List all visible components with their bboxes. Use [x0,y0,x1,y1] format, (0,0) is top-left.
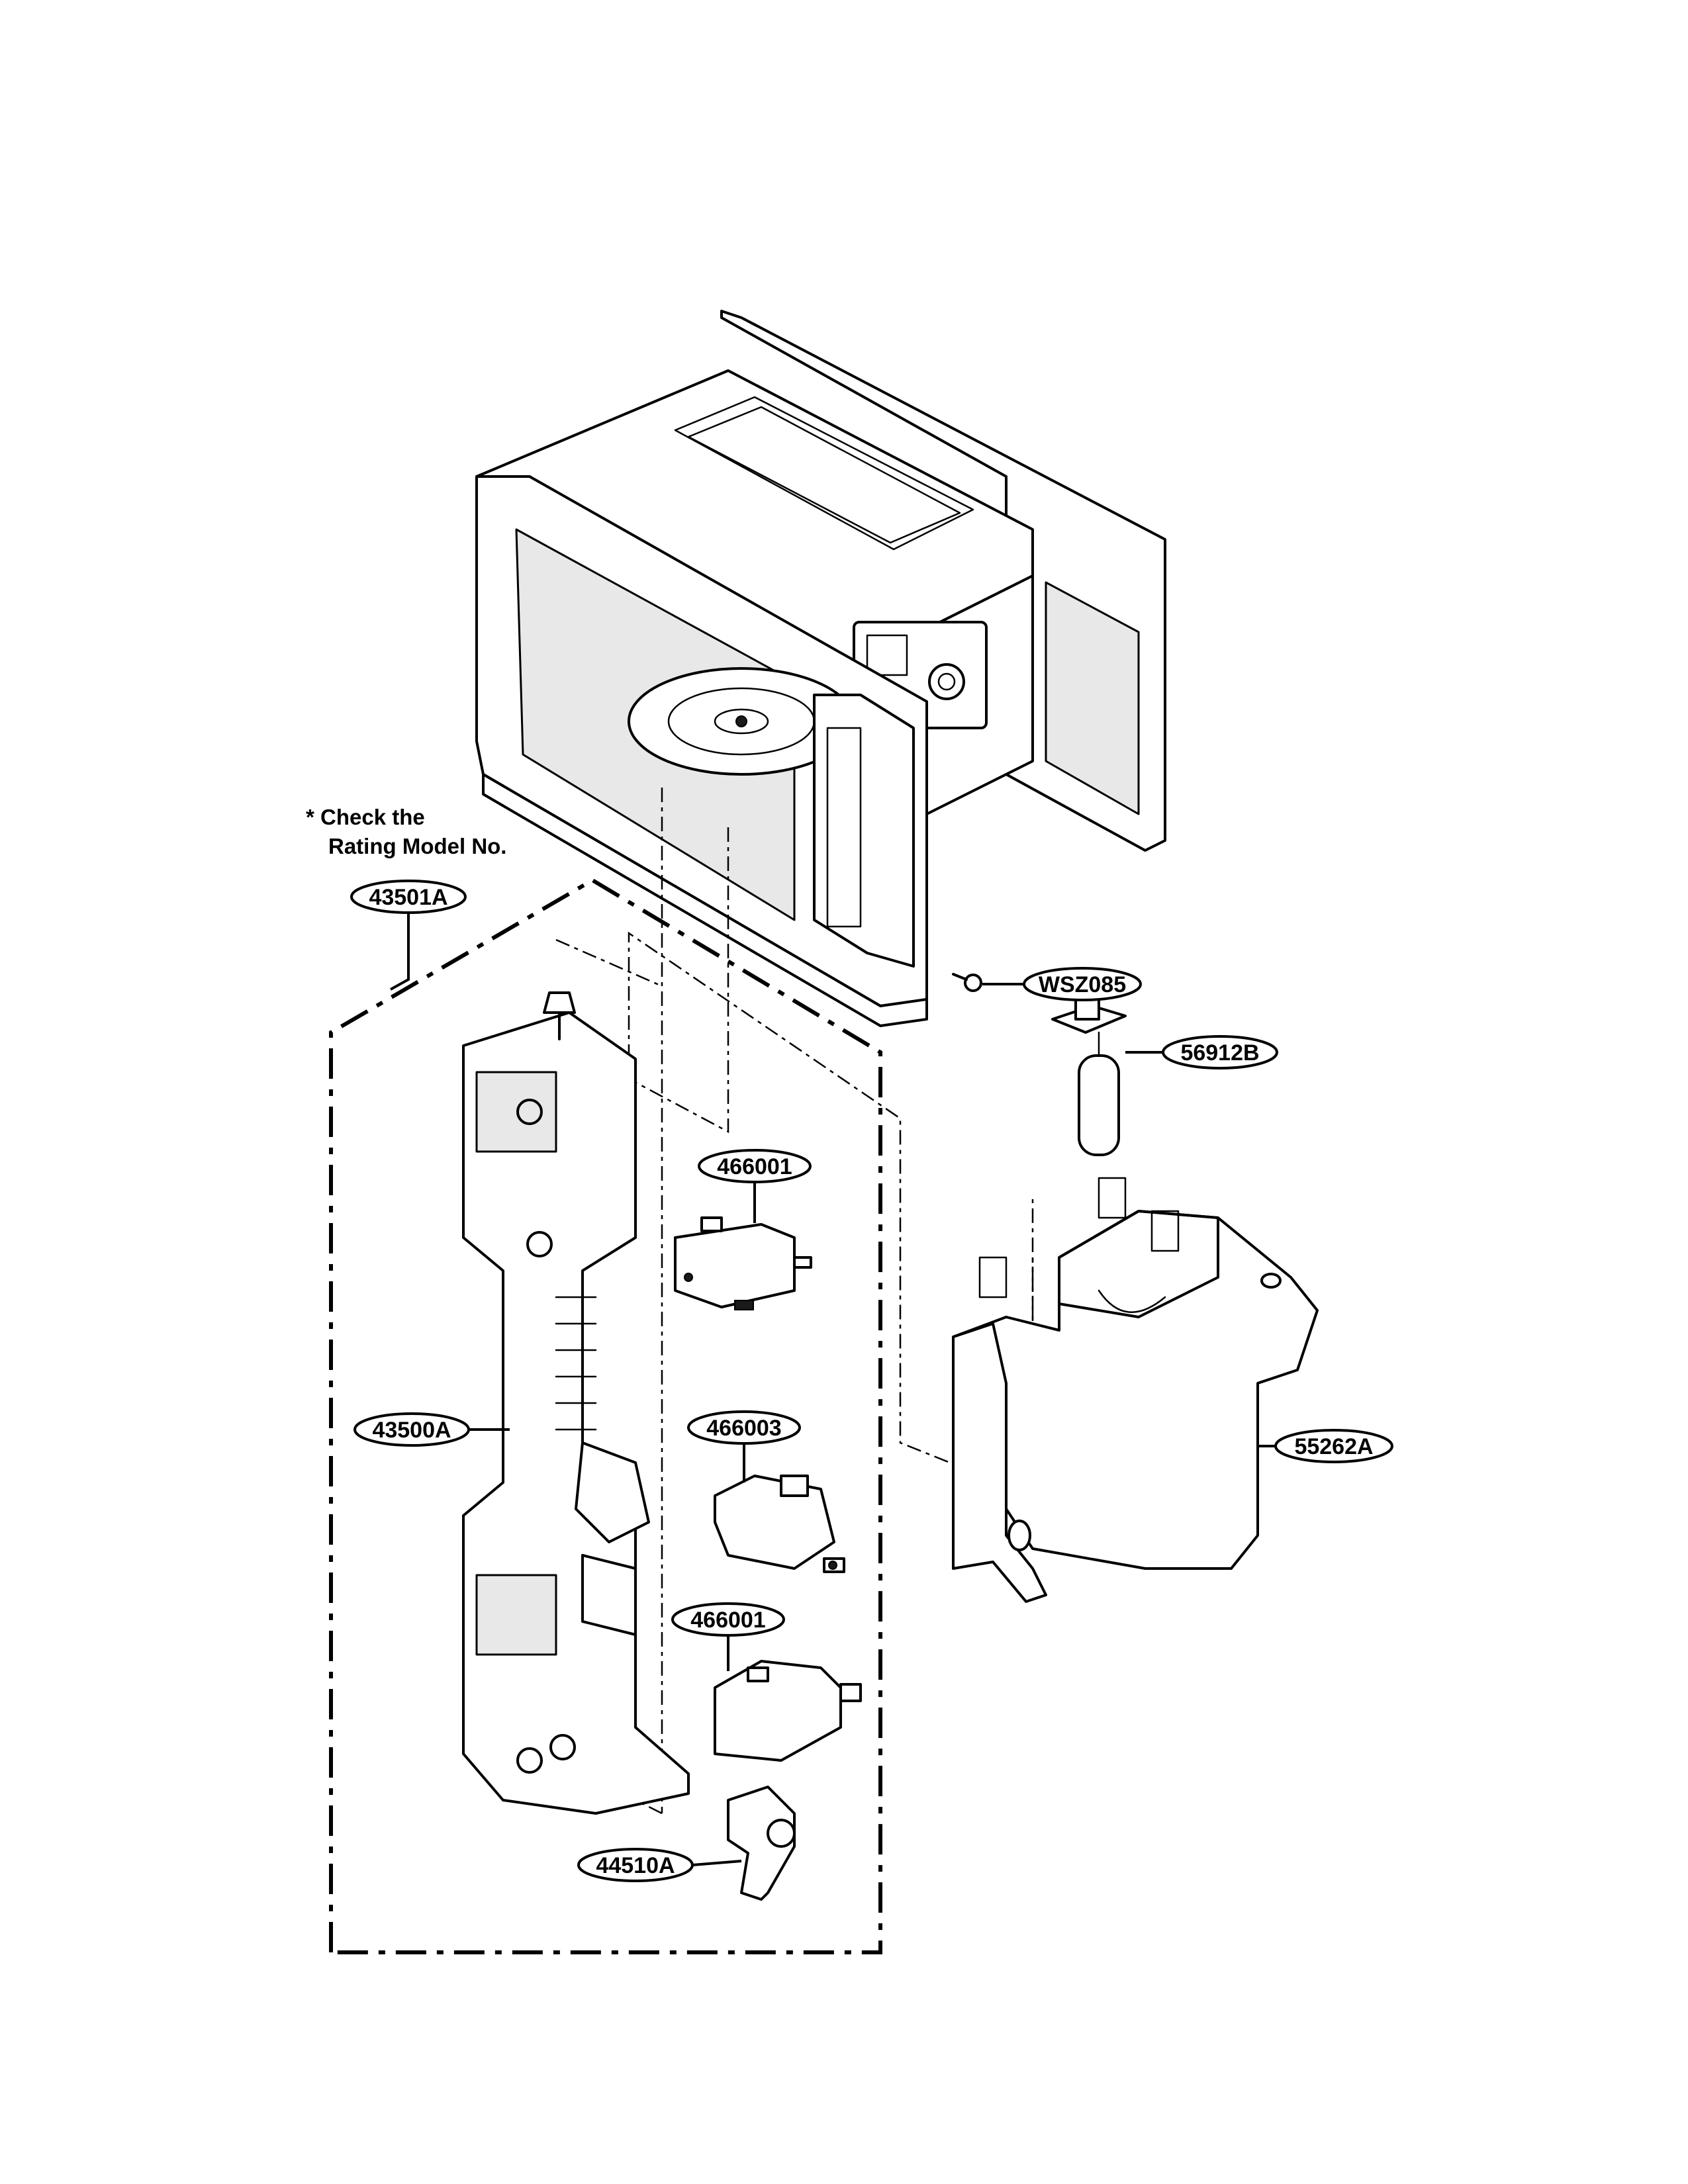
turntable [628,667,855,776]
rating-model-note: * Check the Rating Model No. [306,805,506,858]
callout-label: WSZ085 [1039,972,1126,997]
callout-label: 466001 [690,1608,765,1633]
callout-label: 43501A [369,885,447,910]
callout-wsz085: WSZ085 [982,967,1142,1001]
callout-466003: 466003 [687,1410,801,1482]
callout-label: 44510A [596,1853,675,1878]
note-line-2: Rating Model No. [328,834,506,858]
switch-466001-bottom [714,1660,862,1762]
switch-466003 [714,1475,845,1573]
lever-44510a [727,1786,796,1901]
callout-label: 56912B [1180,1040,1259,1066]
latch-assembly-boundary [329,878,882,1954]
note-line-1: * Check the [306,805,425,829]
lamp-56912b [1051,991,1127,1156]
latch-board-43500a [462,991,690,1815]
screw-wsz085 [952,973,982,992]
callout-55262a: 55262A [1258,1429,1393,1463]
callout-43500a: 43500A [353,1412,510,1447]
vent-grille [1045,581,1140,815]
callout-44510a: 44510A [577,1848,742,1882]
callout-466001-bottom: 466001 [671,1602,785,1671]
oven-cavity-assembly [475,310,1166,1027]
callout-label: 466001 [717,1154,792,1179]
callout-label: 55262A [1294,1434,1373,1459]
air-duct-55262a [952,1177,1319,1603]
callout-56912b: 56912B [1125,1035,1278,1069]
callout-label: 466003 [706,1416,781,1441]
callout-43501a: 43501A [350,880,467,991]
latch-ribs [555,1296,597,1431]
callout-466001-top: 466001 [698,1149,812,1223]
callout-label: 43500A [372,1418,451,1443]
duct-clips [978,1177,1180,1313]
switch-466001-top [674,1216,812,1310]
